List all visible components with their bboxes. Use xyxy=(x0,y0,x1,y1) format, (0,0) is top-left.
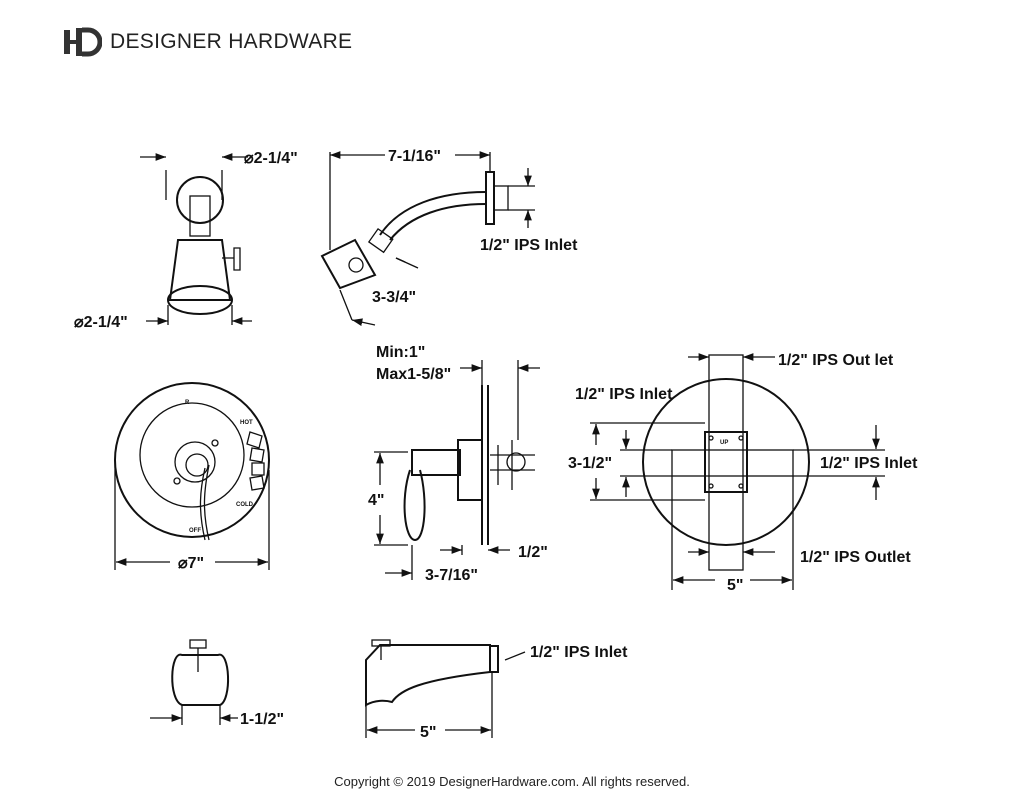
brand-header: DESIGNER HARDWARE xyxy=(62,26,352,58)
valve-trim-side-view: Min:1" Max1-5/8" 4" 3-7/16" 1/2" xyxy=(368,344,548,584)
off-label: OFF xyxy=(189,528,201,534)
rough-valve-view: UP 1/2" IPS Out let 1/2" IPS Inlet 3-1/2… xyxy=(568,352,918,594)
outlet-top-label: 1/2" IPS Out let xyxy=(778,352,894,369)
wall-max-label: Max1-5/8" xyxy=(376,366,451,383)
bottom-diameter-label: ⌀2-1/4" xyxy=(74,314,128,331)
copyright-footer: Copyright © 2019 DesignerHardware.com. A… xyxy=(334,774,690,789)
rough-width-label: 5" xyxy=(727,577,743,594)
showerhead-inlet-label: 1/2" IPS Inlet xyxy=(480,237,578,254)
showerhead-front-view: ⌀2-1/4" ⌀2-1/4" xyxy=(74,150,298,331)
hot-label: HOT xyxy=(240,420,253,426)
valve-trim-front-view: R HOT COLD OFF ⌀7" xyxy=(114,382,270,572)
trim-depth-label: 3-7/16" xyxy=(425,567,478,584)
wall-min-label: Min:1" xyxy=(376,344,425,361)
outlet-bottom-label: 1/2" IPS Outlet xyxy=(800,549,911,566)
trim-diameter-label: ⌀7" xyxy=(178,555,204,572)
arm-length-label: 7-1/16" xyxy=(388,148,441,165)
drop-label: 3-3/4" xyxy=(372,289,416,306)
tub-spout-side-view: 1/2" IPS Inlet 5" xyxy=(365,639,628,741)
tub-spout-front-view: 1-1/2" xyxy=(150,639,284,728)
brand-name: DESIGNER HARDWARE xyxy=(110,30,353,53)
up-mark: UP xyxy=(720,440,728,446)
showerhead-side-view: 7-1/16" 1/2" IPS Inlet 3-3/4" xyxy=(320,148,578,327)
rough-height-label: 3-1/2" xyxy=(568,455,612,472)
spout-inlet-label: 1/2" IPS Inlet xyxy=(530,644,628,661)
hd-logo-icon xyxy=(64,27,102,57)
brand-mark-icon: R xyxy=(185,400,190,406)
cold-label: COLD xyxy=(236,502,254,508)
spout-length-label: 5" xyxy=(420,724,436,741)
inlet-right-label: 1/2" IPS Inlet xyxy=(820,455,918,472)
stub-label: 1/2" xyxy=(518,544,548,561)
inlet-left-label: 1/2" IPS Inlet xyxy=(575,386,673,403)
top-diameter-label: ⌀2-1/4" xyxy=(244,150,298,167)
trim-height-label: 4" xyxy=(368,492,384,509)
spout-front-dim-label: 1-1/2" xyxy=(240,711,284,728)
